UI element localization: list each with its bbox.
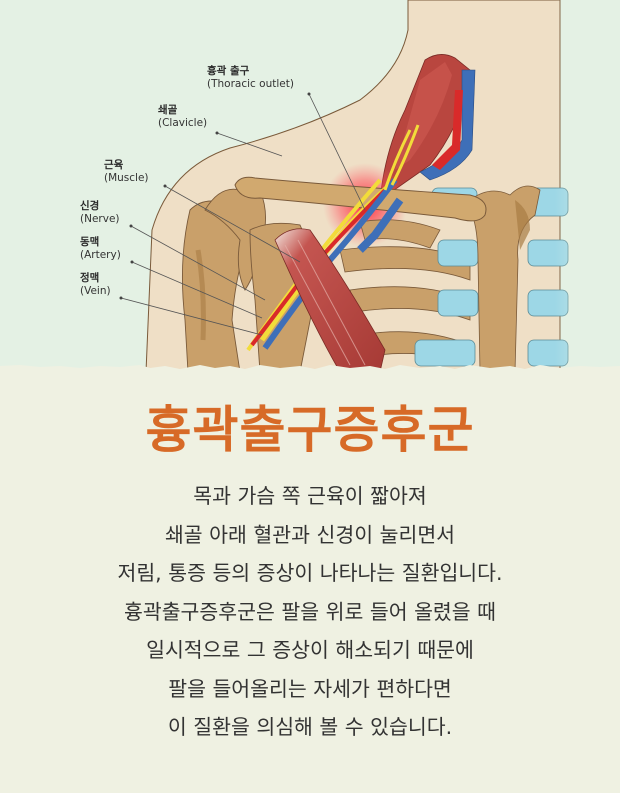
torn-paper-edge bbox=[0, 365, 620, 382]
anatomy-illustration: 흉곽 출구 (Thoracic outlet) 쇄골 (Clavicle) 근육… bbox=[0, 0, 620, 372]
label-artery: 동맥 (Artery) bbox=[80, 236, 121, 262]
label-ko: 신경 bbox=[80, 200, 100, 212]
label-ko: 정맥 bbox=[80, 272, 100, 284]
description-line: 흉곽출구증후군은 팔을 위로 들어 올렸을 때 bbox=[123, 599, 497, 624]
label-ko: 흉곽 출구 bbox=[207, 65, 250, 77]
label-en: (Vein) bbox=[80, 285, 111, 297]
label-ko: 근육 bbox=[104, 159, 124, 171]
label-thoracic-outlet: 흉곽 출구 (Thoracic outlet) bbox=[207, 65, 294, 91]
label-en: (Thoracic outlet) bbox=[207, 78, 294, 90]
description-line: 이 질환을 의심해 볼 수 있습니다. bbox=[167, 715, 453, 739]
description-line: 목과 가슴 쪽 근육이 짧아져 bbox=[193, 484, 427, 508]
label-ko: 쇄골 bbox=[158, 104, 178, 116]
label-clavicle: 쇄골 (Clavicle) bbox=[158, 104, 207, 130]
label-muscle: 근육 (Muscle) bbox=[104, 159, 149, 185]
description-line: 쇄골 아래 혈관과 신경이 눌리면서 bbox=[164, 522, 456, 547]
label-nerve: 신경 (Nerve) bbox=[80, 200, 120, 226]
page-title: 흉곽출구증후군 bbox=[145, 401, 475, 459]
label-en: (Muscle) bbox=[104, 172, 149, 184]
description: 목과 가슴 쪽 근육이 짧아져 쇄골 아래 혈관과 신경이 눌리면서 저림, 통… bbox=[0, 477, 620, 747]
label-en: (Artery) bbox=[80, 249, 121, 261]
label-ko: 동맥 bbox=[80, 236, 100, 248]
shoulder-anatomy-drawing bbox=[119, 0, 620, 372]
description-line: 일시적으로 그 증상이 해소되기 때문에 bbox=[146, 638, 474, 662]
description-line: 팔을 들어올리는 자세가 편하다면 bbox=[168, 676, 452, 701]
label-vein: 정맥 (Vein) bbox=[80, 272, 111, 298]
label-en: (Clavicle) bbox=[158, 117, 208, 129]
description-line: 저림, 통증 등의 증상이 나타나는 질환입니다. bbox=[117, 561, 503, 585]
label-en: (Nerve) bbox=[80, 213, 120, 225]
